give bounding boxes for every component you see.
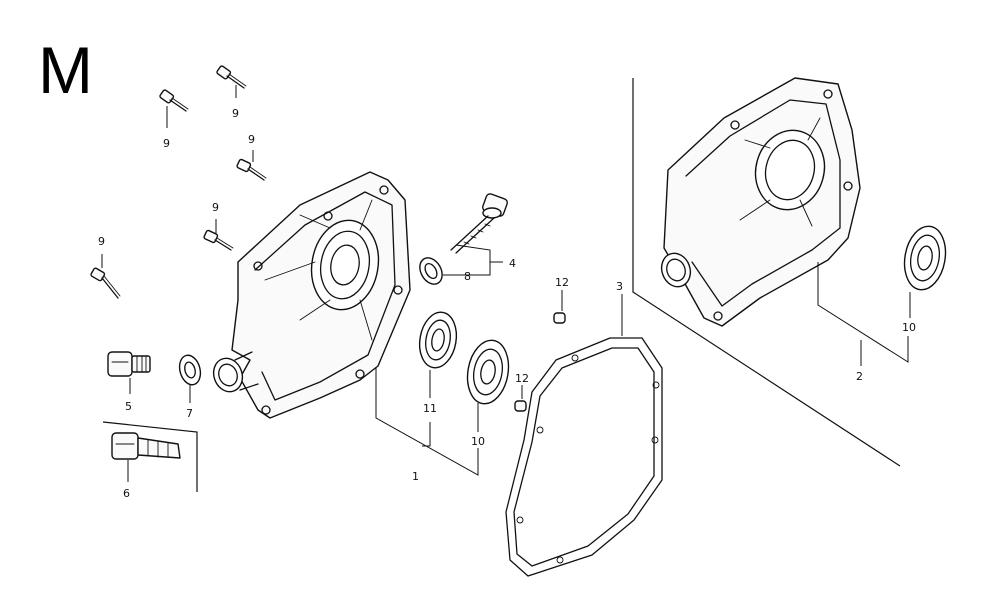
bolt-9-e — [90, 267, 121, 299]
bolt-9-b — [216, 65, 247, 89]
crankcase-gasket — [505, 337, 663, 577]
callout-2: 2 — [856, 370, 863, 383]
o-ring-8 — [419, 257, 443, 285]
bolt-9-c — [236, 158, 267, 181]
callout-6: 6 — [123, 487, 130, 500]
option-bracket — [102, 421, 198, 492]
callout-12-b: 12 — [515, 372, 529, 385]
callout-9-c: 9 — [248, 133, 255, 146]
callout-12-a: 12 — [555, 276, 569, 289]
callout-5: 5 — [125, 400, 132, 413]
dowel-pin-12-b — [514, 400, 527, 412]
drain-plug-5 — [107, 351, 151, 377]
callout-10-left: 10 — [471, 435, 485, 448]
leader-lines — [101, 85, 911, 482]
callout-7: 7 — [186, 407, 193, 420]
bearing-10-right — [903, 225, 947, 291]
crankcase-cover-alt — [660, 77, 861, 327]
dowel-pin-12-a — [553, 312, 566, 324]
oil-filler-cap — [450, 193, 508, 254]
washer-7 — [178, 354, 202, 386]
callout-1: 1 — [412, 470, 419, 483]
inset-frame — [632, 78, 901, 467]
dipstick-6 — [111, 432, 181, 460]
callout-9-d: 9 — [212, 201, 219, 214]
callout-9-a: 9 — [163, 137, 170, 150]
callout-4: 4 — [509, 257, 516, 270]
callout-10-right: 10 — [902, 321, 916, 334]
bearing-10-left — [466, 339, 510, 405]
callout-9-b: 9 — [232, 107, 239, 120]
callout-9-e: 9 — [98, 235, 105, 248]
crankcase-cover — [212, 171, 411, 419]
section-letter: M — [38, 33, 93, 107]
bolt-9-d — [203, 229, 234, 251]
callout-11: 11 — [423, 402, 437, 415]
bolt-9-a — [159, 89, 189, 112]
callout-3: 3 — [616, 280, 623, 293]
callout-8-right: 8 — [464, 270, 471, 283]
oil-seal-11 — [418, 311, 458, 369]
